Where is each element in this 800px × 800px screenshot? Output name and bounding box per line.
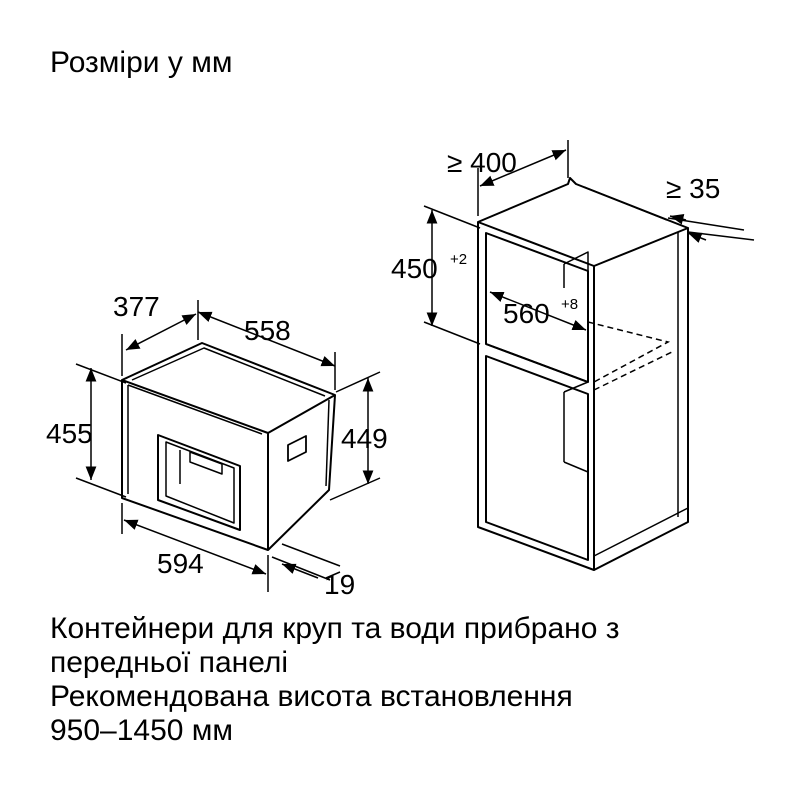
note-line: 950–1450 мм xyxy=(50,714,234,747)
cabinet-side xyxy=(593,227,689,571)
niche-height-label: 450 xyxy=(391,253,438,284)
installation-notes: Контейнери для круп та води прибрано з п… xyxy=(50,612,780,748)
appliance-height-right-label: 449 xyxy=(341,423,388,454)
cabinet-top xyxy=(477,177,689,229)
niche-dashed-shelf xyxy=(587,321,673,391)
niche-width-label: ≥ 400 xyxy=(447,147,517,178)
cabinet-front xyxy=(477,221,595,571)
niche-cabinet-drawing xyxy=(477,177,689,571)
niche-height-tolerance-label: +2 xyxy=(450,251,467,268)
appliance-spout xyxy=(189,451,223,475)
appliance-top xyxy=(121,342,336,434)
appliance-width-label: 594 xyxy=(157,548,204,579)
appliance-front-panel xyxy=(121,379,269,551)
appliance-height-left-label: 455 xyxy=(46,418,93,449)
niche-dimension-lines xyxy=(423,140,755,345)
appliance-dimension-lines xyxy=(75,300,381,592)
page-title: Розміри у мм xyxy=(50,46,233,79)
niche-depth-label: 560 xyxy=(503,298,550,329)
appliance-panel-label: 19 xyxy=(324,569,355,600)
appliance-depth-front-label: 377 xyxy=(113,291,160,322)
niche-rear-gap-label: ≥ 35 xyxy=(666,173,720,204)
appliance-depth-top-label: 558 xyxy=(244,315,291,346)
note-line: Рекомендована висота встановлення xyxy=(50,680,573,713)
niche-depth-tolerance-label: +8 xyxy=(561,296,578,313)
appliance-handle-slot xyxy=(287,435,307,462)
note-line: передньої панелі xyxy=(50,646,289,679)
appliance-drawing xyxy=(121,342,336,551)
appliance-side xyxy=(267,394,336,551)
note-line: Контейнери для круп та води прибрано з xyxy=(50,612,620,645)
